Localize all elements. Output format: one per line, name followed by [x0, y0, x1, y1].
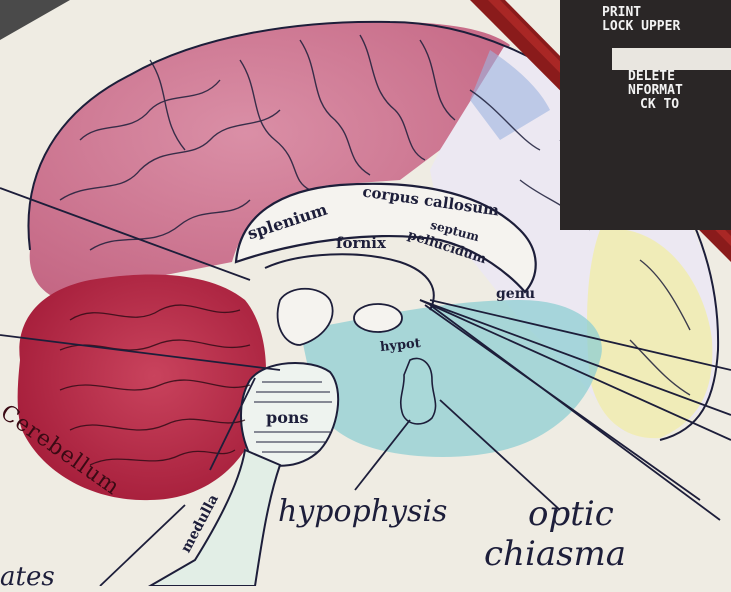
- label-hypophysis: hypophysis: [278, 494, 447, 529]
- hypophysis-shape: [401, 358, 436, 424]
- label-chiasma: chiasma: [484, 534, 626, 574]
- instruction-card: [560, 0, 731, 230]
- card-text-lock-upper: LOCK UPPER: [602, 20, 680, 34]
- label-pons: pons: [266, 408, 309, 427]
- paper-corner-shadow: [0, 0, 70, 40]
- card-text-nformat: NFORMAT: [628, 84, 683, 98]
- label-fornix: fornix: [336, 234, 386, 252]
- interthalamic-ellipse: [354, 304, 402, 332]
- card-white-strip: [612, 48, 731, 70]
- label-partial-bottom: ates: [0, 562, 55, 592]
- card-text-ck-to: CK TO: [640, 98, 679, 112]
- card-text-print: PRINT: [602, 6, 641, 20]
- label-optic: optic: [528, 494, 614, 534]
- card-text-delete: DELETE: [628, 70, 675, 84]
- label-genu: genu: [496, 286, 535, 302]
